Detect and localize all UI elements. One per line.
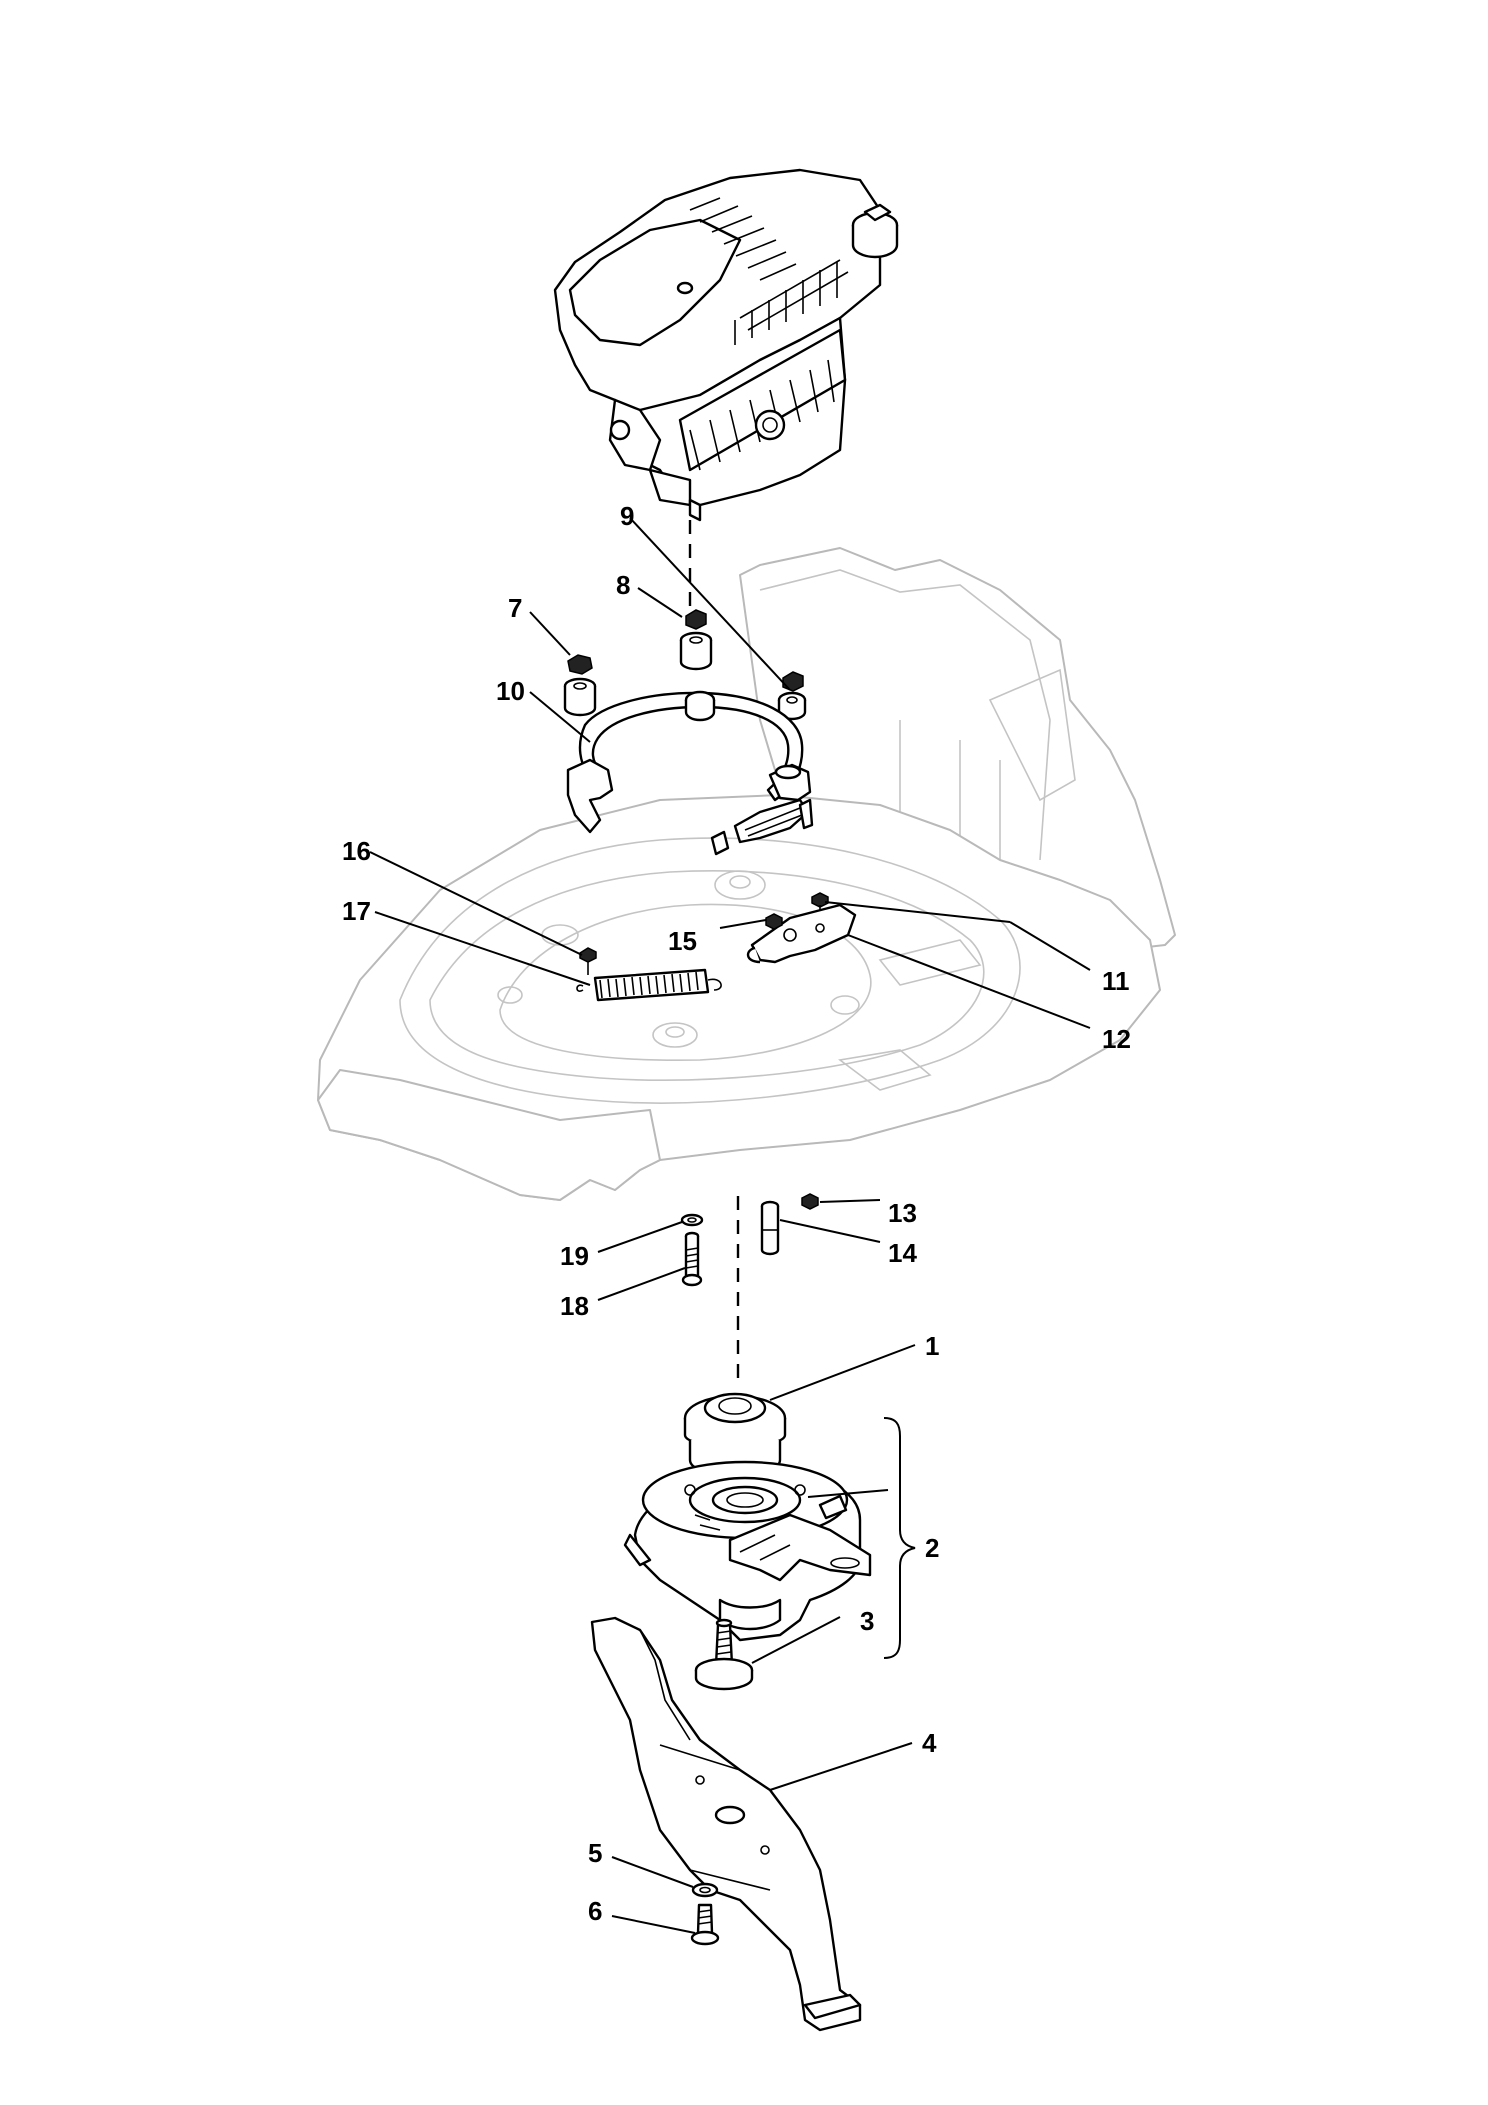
part-14-pin <box>760 1200 780 1256</box>
leader-6 <box>611 1915 696 1934</box>
callout-7: 7 <box>508 593 522 623</box>
part-6-bolt <box>690 1903 720 1946</box>
part-17-spring <box>576 968 722 1002</box>
part-16-screw <box>579 947 597 975</box>
callout-6: 6 <box>588 1896 602 1926</box>
callout-labels: 1 2 3 4 5 6 7 8 9 10 11 12 13 14 15 16 1… <box>342 501 1131 1926</box>
callout-3: 3 <box>860 1606 874 1636</box>
part-18-bolt <box>681 1231 703 1287</box>
leader-14 <box>779 1219 881 1243</box>
leader-19 <box>597 1221 683 1253</box>
callout-16: 16 <box>342 836 371 866</box>
callout-5: 5 <box>588 1838 602 1868</box>
callout-12: 12 <box>1102 1024 1131 1054</box>
callout-17: 17 <box>342 896 371 926</box>
leader-16 <box>369 851 583 956</box>
leader-3 <box>751 1616 841 1664</box>
part-2-group-brace <box>883 1417 916 1659</box>
part-8-spacer <box>679 631 713 671</box>
callout-11: 11 <box>1102 966 1130 996</box>
part-8-nut <box>685 609 707 630</box>
callout-1: 1 <box>925 1331 939 1361</box>
part-13-nut <box>801 1193 819 1210</box>
part-9-nut <box>782 671 804 692</box>
part-12-bracket <box>746 903 857 964</box>
callout-13: 13 <box>888 1198 917 1228</box>
mower-deck <box>317 547 1176 1201</box>
leader-lines <box>369 517 1091 1934</box>
leader-11 <box>1009 921 1091 971</box>
leader-15 <box>719 919 767 929</box>
part-4-blade <box>590 1616 862 2032</box>
callout-14: 14 <box>888 1238 917 1268</box>
callout-9: 9 <box>620 501 634 531</box>
leader-1 <box>769 1344 916 1401</box>
leader-7 <box>529 611 571 656</box>
callout-10: 10 <box>496 676 525 706</box>
leader-5 <box>611 1856 694 1888</box>
leader-18 <box>597 1267 686 1301</box>
leader-12 <box>847 934 1091 1029</box>
leader-9 <box>629 517 791 691</box>
leader-8 <box>637 587 683 618</box>
callout-15: 15 <box>668 926 697 956</box>
leader-11b <box>824 901 1011 923</box>
leader-17 <box>374 911 591 986</box>
callout-18: 18 <box>560 1291 589 1321</box>
callout-8: 8 <box>616 570 630 600</box>
leader-2 <box>807 1489 889 1498</box>
part-3-blade-bolt <box>694 1618 754 1691</box>
part-7-nut <box>567 654 593 675</box>
leader-4 <box>769 1742 913 1791</box>
part-2-clutch-assembly <box>623 1460 872 1642</box>
callout-19: 19 <box>560 1241 589 1271</box>
part-7-spacer <box>563 677 597 717</box>
engine <box>553 168 899 522</box>
part-15-nut <box>765 913 783 930</box>
callout-2: 2 <box>925 1533 939 1563</box>
part-19-washer <box>680 1213 704 1227</box>
part-10-brake-ring <box>566 690 814 856</box>
leader-13 <box>819 1199 881 1203</box>
leader-10 <box>529 691 591 743</box>
part-5-lock-washer <box>691 1882 719 1898</box>
callout-4: 4 <box>922 1728 937 1758</box>
